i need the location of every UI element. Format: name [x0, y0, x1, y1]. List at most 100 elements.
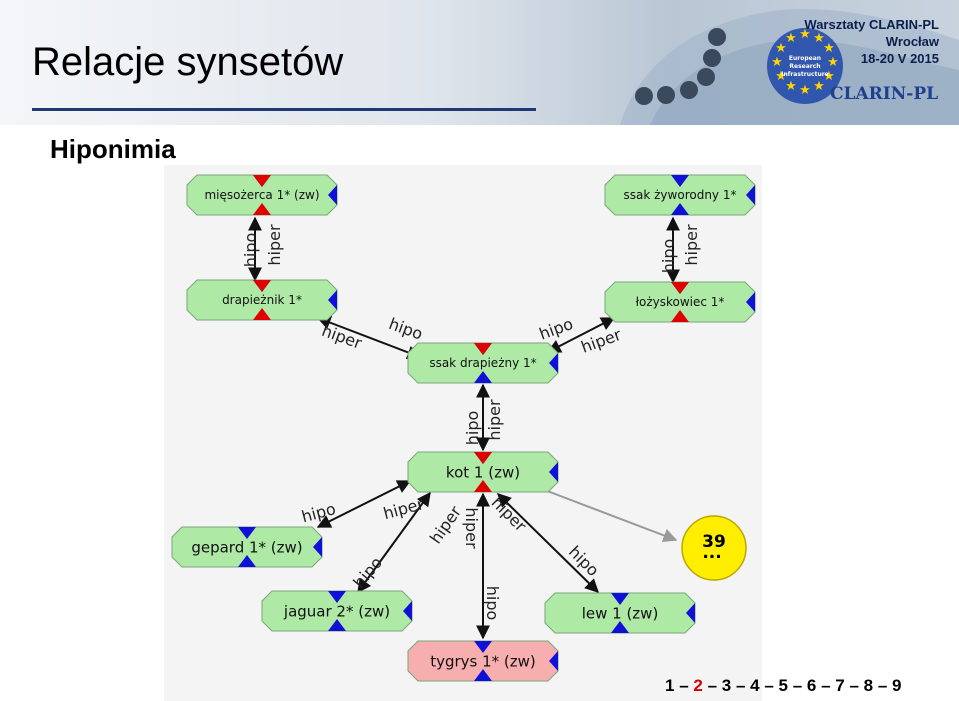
workshop-date: 18-20 V 2015 — [860, 51, 939, 66]
more-relations-edge — [541, 488, 678, 543]
hypernym-marker-red — [671, 282, 689, 294]
pager-item-9[interactable]: 9 — [892, 676, 902, 695]
synset-label: łożyskowiec 1* — [636, 295, 725, 309]
pager-item-8[interactable]: 8 — [863, 676, 874, 695]
node-shape — [171, 526, 323, 568]
relation-edge — [316, 315, 422, 360]
svg-text:★: ★ — [799, 27, 811, 42]
relation-edge — [497, 493, 599, 593]
synset-label: tygrys 1* (zw) — [430, 652, 536, 670]
hyponym-marker — [328, 619, 346, 631]
synset-label: kot 1 (zw) — [446, 463, 520, 481]
pager-item-3[interactable]: 3 — [721, 676, 732, 695]
hyponym-marker — [238, 555, 256, 567]
edge-label-hiper: hiper — [579, 325, 625, 357]
pager-item-2[interactable]: 2 — [693, 676, 703, 695]
pager-separator: – — [844, 676, 864, 695]
relation-marker — [328, 185, 337, 205]
svg-text:★: ★ — [775, 41, 787, 56]
hyponym-marker — [253, 308, 271, 320]
eu-logo-text-2: Research — [789, 63, 820, 70]
slide-pager: 1 – 2 – 3 – 4 – 5 – 6 – 7 – 8 – 9 — [665, 676, 901, 696]
edge-label-hiper: hiper — [426, 502, 465, 547]
edge-label-hipo: hipo — [537, 314, 576, 344]
synset-label: drapieżnik 1* — [222, 293, 302, 307]
relation-marker — [328, 290, 337, 310]
node-shape — [186, 174, 338, 216]
synset-node-ssak-zyworodny[interactable]: ssak żyworodny 1* — [604, 174, 756, 216]
relation-marker — [686, 603, 695, 623]
synset-node-lew[interactable]: lew 1 (zw) — [544, 592, 696, 634]
node-shape — [186, 279, 338, 321]
hyponym-marker — [671, 203, 689, 215]
molecule-dots — [635, 28, 726, 105]
workshop-city: Wrocław — [885, 34, 939, 49]
hypernym-marker — [611, 593, 629, 605]
edge-label-hiper: hiper — [682, 224, 701, 266]
pager-item-1[interactable]: 1 — [665, 676, 675, 695]
svg-text:★: ★ — [813, 79, 825, 94]
hyponym-marker — [671, 310, 689, 322]
relation-marker — [746, 292, 755, 312]
edge-label-hipo: hipo — [299, 499, 337, 526]
workshop-info: Warsztaty CLARIN-PL Wrocław 18-20 V 2015 — [804, 16, 939, 67]
svg-text:★: ★ — [771, 55, 783, 70]
pager-item-4[interactable]: 4 — [750, 676, 760, 695]
pager-item-5[interactable]: 5 — [778, 676, 788, 695]
synset-label: jaguar 2* (zw) — [283, 602, 390, 620]
workshop-name: Warsztaty CLARIN-PL — [804, 17, 939, 32]
synset-label: ssak żyworodny 1* — [624, 188, 737, 202]
synset-node-drapieznik[interactable]: drapieżnik 1* — [186, 279, 338, 321]
relation-marker — [549, 651, 558, 671]
node-shape — [407, 451, 559, 493]
synset-node-jaguar[interactable]: jaguar 2* (zw) — [261, 590, 413, 632]
pager-separator: – — [873, 676, 892, 695]
node-shape — [604, 174, 756, 216]
hypernym-marker — [671, 175, 689, 187]
svg-text:★: ★ — [813, 31, 825, 46]
svg-text:★: ★ — [823, 69, 835, 84]
edge-label-hiper: hiper — [485, 399, 504, 441]
relation-edge — [546, 317, 616, 353]
pager-separator: – — [787, 676, 807, 695]
pager-separator: – — [759, 676, 779, 695]
synset-node-kot[interactable]: kot 1 (zw) — [407, 451, 559, 493]
relation-marker — [746, 185, 755, 205]
synset-label: lew 1 (zw) — [582, 604, 659, 622]
section-subtitle: Hiponimia — [50, 134, 176, 164]
node-shape — [544, 592, 696, 634]
more-relations-dots: ... — [702, 543, 721, 563]
synset-label: ssak drapieżny 1* — [429, 356, 536, 370]
edge-label-hiper: hiper — [488, 493, 531, 536]
synset-node-lozyskowiec[interactable]: łożyskowiec 1* — [604, 281, 756, 323]
edge-label-hipo: hipo — [565, 542, 603, 580]
eu-logo-text-1: European — [789, 55, 821, 62]
node-shape — [407, 342, 559, 384]
edge-label-hipo: hipo — [241, 233, 260, 268]
synset-node-miesozerca[interactable]: mięsożerca 1* (zw) — [186, 174, 338, 216]
svg-text:★: ★ — [827, 55, 839, 70]
edge-label-hipo: hipo — [483, 586, 502, 621]
node-shape — [261, 590, 413, 632]
svg-text:★: ★ — [785, 79, 797, 94]
edge-label-hiper: hiper — [319, 321, 365, 353]
synset-node-tygrys[interactable]: tygrys 1* (zw) — [407, 640, 559, 682]
pager-item-7[interactable]: 7 — [835, 676, 845, 695]
hypernym-marker-red — [253, 280, 271, 292]
pager-item-6[interactable]: 6 — [806, 676, 817, 695]
hypernym-marker-red — [474, 452, 492, 464]
pager-separator: – — [702, 676, 722, 695]
relation-edge — [357, 491, 431, 594]
synset-node-ssak-drapiezny[interactable]: ssak drapieżny 1* — [407, 342, 559, 384]
synset-node-gepard[interactable]: gepard 1* (zw) — [171, 526, 323, 568]
eu-stars-logo: ★★★ ★★★ ★★★ ★★★ European Research Infras… — [767, 27, 843, 104]
more-relations-badge[interactable]: 39 ... — [681, 515, 747, 581]
edges-layer — [248, 216, 680, 640]
europe-map-decoration: ★★★ ★★★ ★★★ ★★★ European Research Infras… — [620, 9, 959, 125]
edge-label-hiper: hiper — [462, 507, 481, 549]
hypernym-marker — [474, 641, 492, 653]
svg-text:★: ★ — [823, 41, 835, 56]
edge-label-hipo: hipo — [659, 239, 678, 274]
svg-text:★: ★ — [799, 83, 811, 98]
hypernym-marker — [238, 527, 256, 539]
